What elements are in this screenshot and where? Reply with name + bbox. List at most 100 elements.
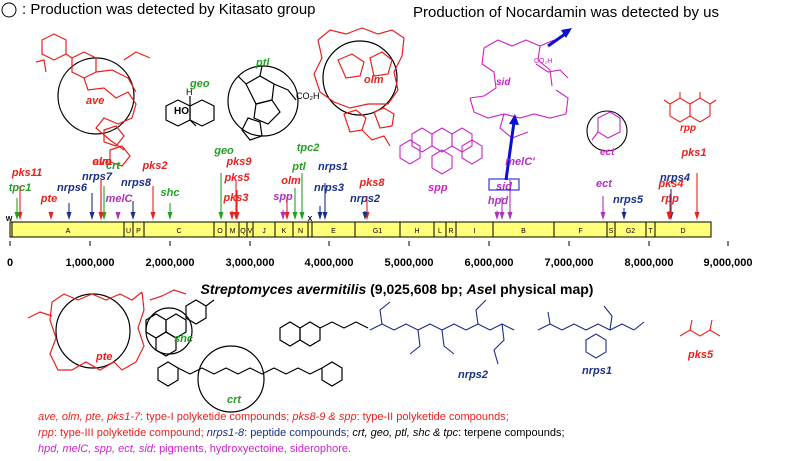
legend-peptide-genes: nrps1-8 <box>206 427 245 439</box>
axis-tick-label: 3,000,000 <box>226 257 275 269</box>
gene-arrow-head <box>292 212 298 220</box>
map-fragment-d <box>654 221 712 238</box>
gene-arrow-head <box>621 212 627 220</box>
structure-rpp-small <box>279 321 369 347</box>
structure-nrps2 <box>369 299 515 365</box>
structure-pte <box>27 289 187 371</box>
ptl-structure-label: ptl <box>255 57 270 69</box>
legend-typeII-genes: pks8-9 & spp <box>292 411 357 423</box>
gene-arrows <box>14 173 700 220</box>
nocardamin-arrows <box>504 28 572 181</box>
species-name: Streptomyces avermitilis <box>200 281 367 297</box>
gene-arrow-head <box>48 212 54 220</box>
enzyme-rest: I physical map) <box>492 281 594 297</box>
gene-arrow-head <box>507 212 513 220</box>
gene-label-melc: melC <box>106 193 134 205</box>
gene-label-pks5: pks5 <box>223 172 250 184</box>
axis-tick-label: 5,000,000 <box>385 257 434 269</box>
gene-label-spp: spp <box>273 191 293 203</box>
nrps2-structure-label: nrps2 <box>458 369 488 381</box>
gene-label-tpc2: tpc2 <box>297 142 320 154</box>
legend-line-3: hpd, melC, spp, ect, sid: pigments, hydr… <box>38 443 351 455</box>
legend-line-2: rpp: type-III polyketide compound; nrps1… <box>38 427 565 439</box>
rpp-structure-label: rpp <box>680 123 696 134</box>
gene-label-nrps8: nrps8 <box>121 177 152 189</box>
enzyme-name: Ase <box>466 281 493 297</box>
map-fragment-label-o: O <box>217 228 223 235</box>
gene-label-shc: shc <box>161 187 180 199</box>
map-fragment-label-r: R <box>448 228 453 235</box>
gene-label-nrps1: nrps1 <box>318 161 348 173</box>
ect-structure-label: ect <box>600 147 615 158</box>
map-fragment-label-l: L <box>438 228 442 235</box>
structure-crt <box>157 345 343 413</box>
legend-circle-symbol <box>1 2 17 18</box>
sid-label-box <box>488 178 520 191</box>
map-fragment-label-v: V <box>248 228 253 235</box>
sid-structure-label: sid <box>496 77 511 88</box>
axis-tick-label: 0 <box>7 257 13 269</box>
map-fragment-label-h: H <box>414 228 419 235</box>
gene-label-nrps7: nrps7 <box>82 171 113 183</box>
gene-label-geo: geo <box>213 145 234 157</box>
gene-arrow-head <box>284 212 290 220</box>
spp-structure-label: spp <box>428 182 448 194</box>
gene-labels: pks11tpc1ptenrps6nrps7crtaveolmmelCnrps8… <box>9 142 707 207</box>
gene-label-nrps2: nrps2 <box>350 193 380 205</box>
gene-arrow-head <box>130 212 136 220</box>
gene-label-olm: olm <box>281 175 301 187</box>
gene-arrow-head <box>98 212 104 220</box>
gene-label-nrps6: nrps6 <box>57 182 88 194</box>
structure-rpp <box>663 92 717 123</box>
gene-label-nrps4: nrps4 <box>660 172 690 184</box>
sid-co2h-atom: CO₂H <box>534 58 552 65</box>
legend-typeIII-desc: : type-III polyketide compound; <box>53 427 207 439</box>
pte-structure-label: pte <box>95 351 113 363</box>
gene-arrow-head <box>115 212 121 220</box>
gene-label-ptl: ptl <box>291 161 306 173</box>
structure-olm <box>313 27 405 147</box>
gene-arrow-head <box>299 212 305 220</box>
header-left-text: : Production was detected by Kitasato gr… <box>22 1 316 18</box>
map-fragment-label-q: Q <box>240 228 246 235</box>
gene-label-pks4: pks4 <box>657 178 683 190</box>
map-fragment-label-g2: G2 <box>626 228 635 235</box>
gene-arrow-head <box>600 212 606 220</box>
gene-arrow-head <box>317 212 323 220</box>
gene-label-pte: pte <box>40 193 58 205</box>
structure-geo <box>165 96 215 127</box>
shc-structure-label: shc <box>174 333 193 345</box>
header-right-text: Production of Nocardamin was detected by… <box>413 4 719 21</box>
geo-structure-label: geo <box>189 78 210 90</box>
geo-ho-atom: HO <box>174 106 189 117</box>
gene-label-pks8: pks8 <box>358 177 385 189</box>
gene-arrow-head <box>14 212 20 220</box>
axis-tick-label: 1,000,000 <box>66 257 115 269</box>
map-fragment-label-u: U <box>126 228 131 235</box>
structure-sid <box>469 39 569 139</box>
gene-label-pks2: pks2 <box>141 160 167 172</box>
legend-typeIII-genes: rpp <box>38 427 54 439</box>
gene-arrow-head <box>694 212 700 220</box>
gene-arrow-head <box>218 212 224 220</box>
map-fragment-label-p: P <box>136 228 141 235</box>
legend-typeI-genes: ave, olm, pte, pks1-7 <box>38 411 141 423</box>
gene-arrow-head <box>494 212 500 220</box>
crt-structure-label: crt <box>227 394 242 406</box>
species-caption: Streptomyces avermitilis (9,025,608 bp; … <box>0 281 794 297</box>
gene-label-ave: ave <box>93 156 111 168</box>
map-fragment-label-b: B <box>521 228 526 235</box>
legend-line-1: ave, olm, pte, pks1-7: type-I polyketide… <box>38 411 509 423</box>
gene-label-nrps5: nrps5 <box>613 194 644 206</box>
structure-ptl <box>227 65 299 141</box>
nrps1-structure-label: nrps1 <box>582 365 612 377</box>
structure-ave <box>35 33 151 167</box>
gene-arrow-head <box>362 212 368 220</box>
map-fragment-label-m: M <box>230 228 236 235</box>
map-fragment-label-a: A <box>66 228 71 235</box>
gene-arrow-head <box>229 212 235 220</box>
